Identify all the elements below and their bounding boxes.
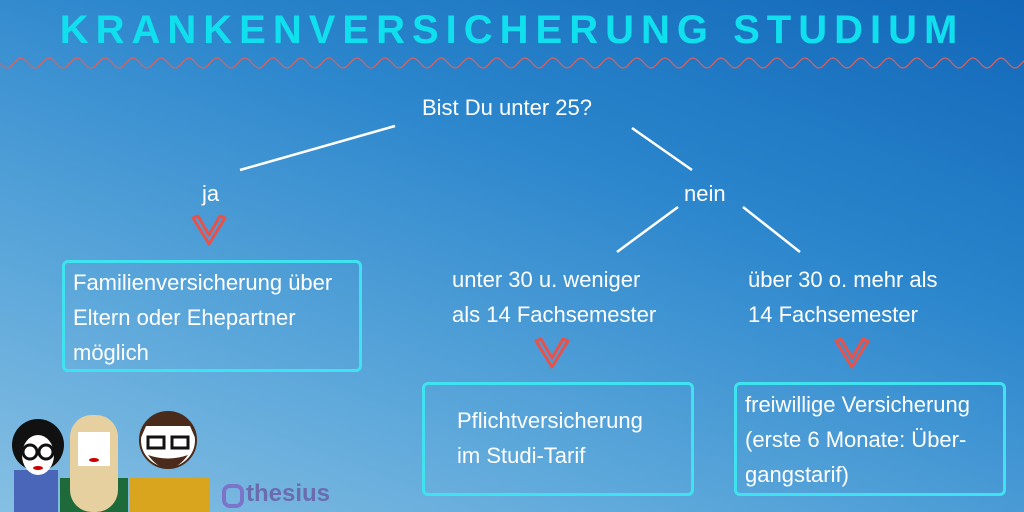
- text-line: unter 30 u. weniger: [452, 267, 641, 292]
- thesius-logo-icon: [222, 484, 244, 508]
- text-line: im Studi-Tarif: [457, 443, 586, 468]
- answer-yes: ja: [202, 181, 220, 206]
- brand-logo-text: thesius: [246, 480, 331, 507]
- chevron-down-icon: [834, 337, 870, 369]
- chevron-down-icon: [534, 337, 570, 369]
- wavy-divider: [0, 57, 1024, 69]
- page-title: KRANKENVERSICHERUNG STUDIUM: [59, 8, 965, 52]
- connector-line: [631, 126, 693, 172]
- text-line: gangstarif): [745, 462, 849, 487]
- text-line: über 30 o. mehr als: [748, 267, 938, 292]
- text-line: freiwillige Versicherung: [745, 392, 970, 417]
- avatar-illustration: [12, 411, 210, 512]
- text-line: (erste 6 Monate: Über-: [745, 427, 967, 452]
- question-node: Bist Du unter 25?: [422, 95, 592, 120]
- text-line: als 14 Fachsemester: [452, 302, 657, 327]
- result-box-family-insurance: Familienversicherung über Eltern oder Eh…: [62, 260, 362, 372]
- condition-a: unter 30 u. weniger als 14 Fachsemester: [452, 262, 656, 332]
- text-line: möglich: [73, 340, 149, 365]
- chevron-down-icon: [191, 214, 227, 246]
- text-line: Familienversicherung über: [73, 270, 333, 295]
- text-line: Pflichtversicherung: [457, 408, 643, 433]
- text-line: 14 Fachsemester: [748, 302, 918, 327]
- connector-line: [616, 205, 679, 254]
- text-line: Eltern oder Ehepartner: [73, 305, 296, 330]
- result-box-voluntary-insurance: freiwillige Versicherung (erste 6 Monate…: [734, 382, 1006, 496]
- result-box-mandatory-insurance: Pflichtversicherung im Studi-Tarif: [422, 382, 694, 496]
- answer-no: nein: [684, 181, 726, 206]
- connector-line: [742, 206, 801, 253]
- connector-line: [239, 124, 396, 172]
- condition-b: über 30 o. mehr als 14 Fachsemester: [748, 262, 938, 332]
